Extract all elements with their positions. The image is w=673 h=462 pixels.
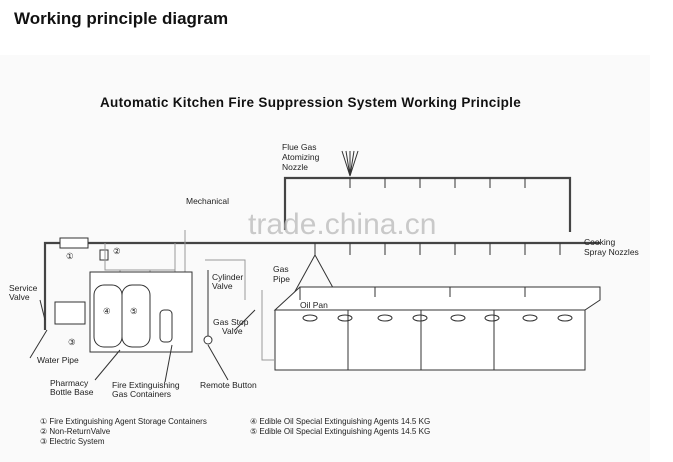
legend-item-3: ③ Electric System: [40, 437, 105, 446]
legend-item-5: ⑤ Edible Oil Special Extinguishing Agent…: [250, 427, 430, 436]
mechanical-label: Mechanical: [186, 196, 229, 206]
marker-3: ③: [68, 337, 76, 347]
water-pipe-label: Water Pipe: [37, 355, 79, 365]
cooking-range: [261, 286, 601, 371]
diagram-title: Automatic Kitchen Fire Suppression Syste…: [100, 95, 521, 110]
watermark: trade.china.cn: [248, 208, 436, 241]
flue-gas-pipe: [283, 150, 572, 232]
remote-button-label: Remote Button: [200, 380, 257, 390]
page-heading: Working principle diagram: [14, 9, 229, 28]
marker-4: ④: [103, 306, 111, 316]
legend-item-1: ① Fire Extinguishing Agent Storage Conta…: [40, 417, 207, 426]
legend: ① Fire Extinguishing Agent Storage Conta…: [40, 417, 430, 446]
oil-pan-label: Oil Pan: [300, 300, 328, 310]
marker-5: ⑤: [130, 306, 138, 316]
legend-item-2: ② Non-ReturnValve: [40, 427, 111, 436]
marker-1: ①: [66, 251, 74, 261]
storage-cabinet: [54, 270, 213, 353]
marker-2: ②: [113, 246, 121, 256]
legend-item-4: ④ Edible Oil Special Extinguishing Agent…: [250, 417, 430, 426]
